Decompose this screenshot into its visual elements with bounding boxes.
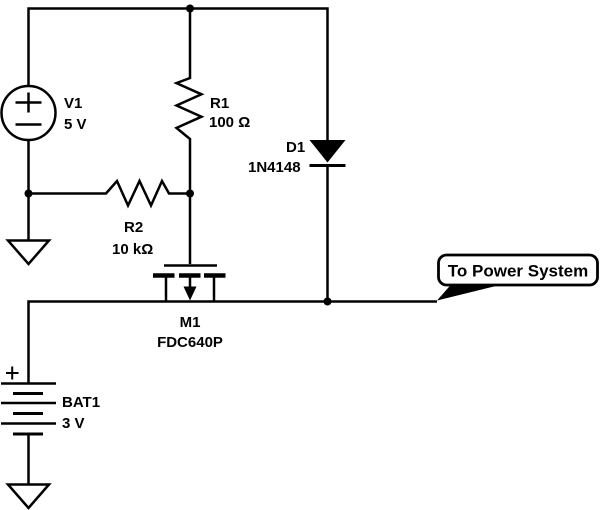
v1-ref-label: V1 bbox=[64, 95, 82, 112]
battery-bat1: BAT1 3 V bbox=[1, 366, 100, 436]
v1-value-label: 5 V bbox=[64, 116, 87, 133]
wire-top-rail bbox=[27, 7, 329, 140]
callout-tail bbox=[437, 284, 504, 301]
r1-ref-label: R1 bbox=[210, 95, 229, 112]
callout-box bbox=[437, 253, 599, 287]
bat1-ref-label: BAT1 bbox=[62, 394, 100, 411]
junction-dot-left-node bbox=[24, 189, 33, 198]
m1-ref-label: M1 bbox=[180, 314, 201, 331]
r2-value-label: 10 kΩ bbox=[112, 241, 153, 258]
junction-dots bbox=[24, 4, 332, 306]
bat1-value-label: 3 V bbox=[62, 415, 85, 432]
m1-value-label: FDC640P bbox=[157, 334, 223, 351]
junction-dot-rail-d1 bbox=[323, 297, 332, 306]
r1-zigzag bbox=[173, 8, 205, 264]
ground-symbol-bottom-left bbox=[5, 483, 52, 510]
junction-dot-top-rail bbox=[186, 4, 194, 13]
d1-anode-triangle bbox=[309, 140, 346, 163]
r1-value-label: 100 Ω bbox=[209, 114, 250, 131]
junction-dot-gate-node bbox=[186, 189, 194, 198]
voltage-source-v1: V1 5 V bbox=[0, 84, 87, 142]
m1-body-arrow bbox=[183, 286, 197, 301]
d1-value-label: 1N4148 bbox=[248, 159, 301, 176]
r2-ref-label: R2 bbox=[124, 219, 143, 236]
mosfet-m1: M1 FDC640P bbox=[153, 264, 226, 351]
ground-symbol-top-left bbox=[5, 239, 52, 266]
r2-zigzag bbox=[28, 178, 190, 209]
wire-power-rail bbox=[27, 300, 437, 383]
resistor-r2: R2 10 kΩ bbox=[28, 178, 190, 258]
d1-ref-label: D1 bbox=[286, 139, 305, 156]
callout-to-power-system: To Power System bbox=[437, 253, 599, 301]
resistor-r1: R1 100 Ω bbox=[173, 8, 250, 264]
callout-label: To Power System bbox=[448, 262, 588, 281]
diode-d1: D1 1N4148 bbox=[248, 139, 346, 302]
